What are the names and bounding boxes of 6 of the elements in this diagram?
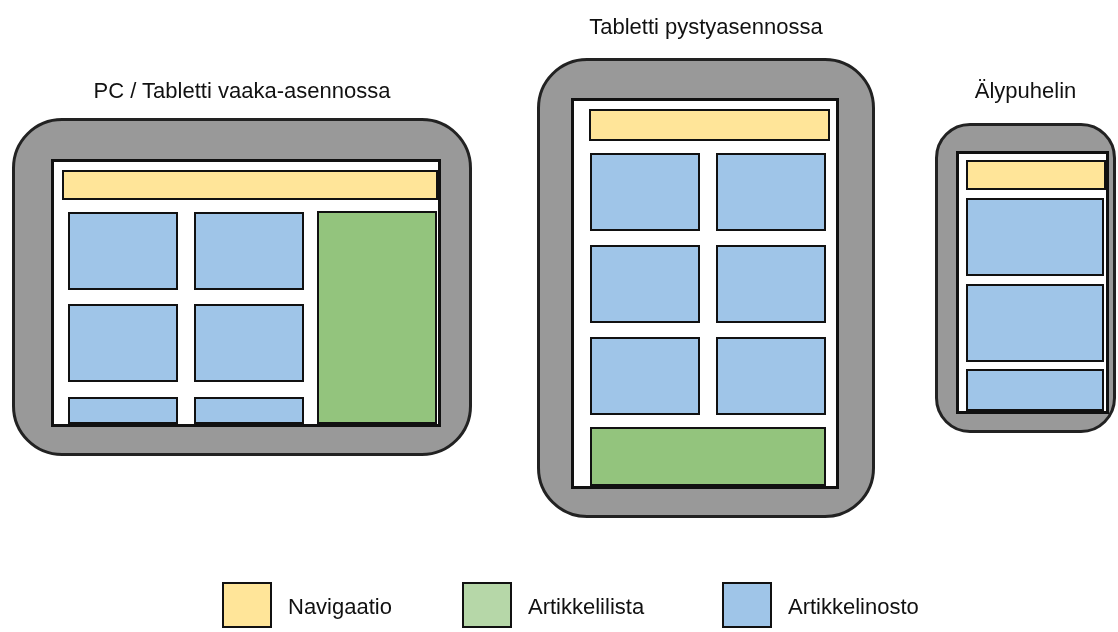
legend-label: Artikkelilista	[528, 594, 645, 620]
device-heading: Älypuhelin	[973, 78, 1078, 104]
device-heading: Tabletti pystyasennossa	[588, 14, 824, 40]
device-heading: PC / Tabletti vaaka-asennossa	[92, 78, 392, 104]
legend-label: Navigaatio	[288, 594, 392, 620]
legend-label: Artikkelinosto	[788, 594, 919, 620]
